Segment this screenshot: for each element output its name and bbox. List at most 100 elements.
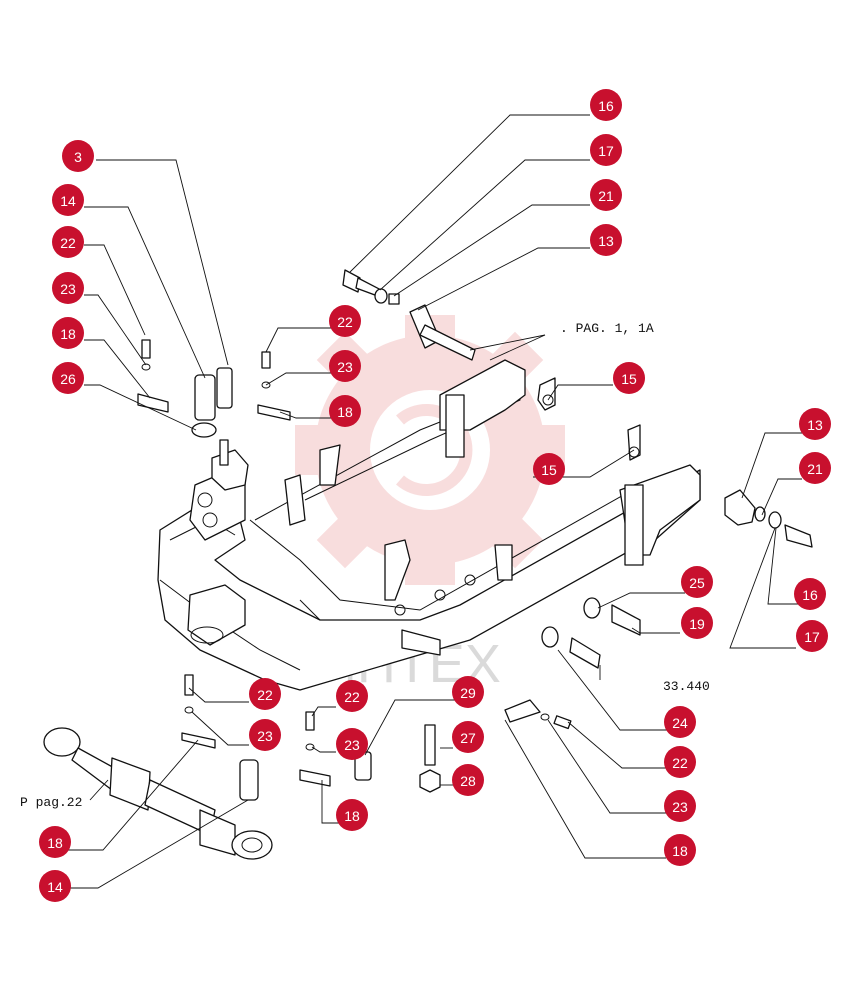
callout-label: 18 xyxy=(672,843,688,859)
callout-circle xyxy=(336,799,368,831)
callout-25: 25 xyxy=(681,566,713,598)
callout-label: 26 xyxy=(60,371,76,387)
callout-label: 25 xyxy=(689,575,705,591)
callout-circle xyxy=(799,452,831,484)
callout-label: 18 xyxy=(47,835,63,851)
callout-23: 23 xyxy=(329,350,361,382)
callout-29: 29 xyxy=(452,676,484,708)
callout-label: 22 xyxy=(60,235,76,251)
callout-label: 23 xyxy=(337,359,353,375)
callout-23: 23 xyxy=(249,719,281,751)
callout-16: 16 xyxy=(590,89,622,121)
callout-circle xyxy=(62,140,94,172)
callout-circle xyxy=(590,89,622,121)
callout-14: 14 xyxy=(52,184,84,216)
callout-label: 21 xyxy=(807,461,823,477)
callout-label: 27 xyxy=(460,730,476,746)
callout-circle xyxy=(329,305,361,337)
callout-22: 22 xyxy=(52,226,84,258)
callout-circle xyxy=(664,834,696,866)
callout-label: 14 xyxy=(47,879,63,895)
hydraulic-cylinder xyxy=(43,727,273,860)
callout-circle xyxy=(613,362,645,394)
callout-label: 18 xyxy=(337,404,353,420)
callout-circle xyxy=(39,870,71,902)
callout-circle xyxy=(664,706,696,738)
loose-parts xyxy=(43,269,813,860)
callout-circle xyxy=(329,350,361,382)
callout-label: 22 xyxy=(344,689,360,705)
callout-22: 22 xyxy=(664,746,696,778)
callout-circle xyxy=(52,184,84,216)
callout-18: 18 xyxy=(336,799,368,831)
callout-17: 17 xyxy=(590,134,622,166)
callout-label: 3 xyxy=(74,149,82,165)
callout-circle xyxy=(39,826,71,858)
callout-13: 13 xyxy=(590,224,622,256)
callout-label: 18 xyxy=(60,326,76,342)
callout-label: 24 xyxy=(672,715,688,731)
callout-28: 28 xyxy=(452,764,484,796)
callout-label: 17 xyxy=(804,629,820,645)
callout-18: 18 xyxy=(329,395,361,427)
callout-circle xyxy=(249,719,281,751)
callout-22: 22 xyxy=(249,678,281,710)
callout-21: 21 xyxy=(799,452,831,484)
callout-circle xyxy=(681,607,713,639)
callout-label: 23 xyxy=(257,728,273,744)
callout-22: 22 xyxy=(329,305,361,337)
callout-circle xyxy=(799,408,831,440)
callout-circle xyxy=(452,676,484,708)
callout-circle xyxy=(452,721,484,753)
callout-label: 16 xyxy=(598,98,614,114)
callout-18: 18 xyxy=(664,834,696,866)
callout-circle xyxy=(681,566,713,598)
callout-26: 26 xyxy=(52,362,84,394)
callout-21: 21 xyxy=(590,179,622,211)
callout-label: 17 xyxy=(598,143,614,159)
callout-label: 14 xyxy=(60,193,76,209)
callout-22: 22 xyxy=(336,680,368,712)
callout-circle xyxy=(52,272,84,304)
callout-label: 22 xyxy=(672,755,688,771)
callout-16: 16 xyxy=(794,578,826,610)
callout-24: 24 xyxy=(664,706,696,738)
callout-circle xyxy=(249,678,281,710)
callout-3: 3 xyxy=(62,140,94,172)
callout-circle xyxy=(329,395,361,427)
callout-circle xyxy=(452,764,484,796)
callout-circle xyxy=(533,453,565,485)
callout-15: 15 xyxy=(533,453,565,485)
callout-label: 23 xyxy=(60,281,76,297)
callout-label: 19 xyxy=(689,616,705,632)
ref-code-33440: 33.440 xyxy=(663,679,710,694)
callout-circle xyxy=(590,134,622,166)
callout-label: 29 xyxy=(460,685,476,701)
callout-label: 23 xyxy=(672,799,688,815)
callout-circle xyxy=(336,680,368,712)
callout-17: 17 xyxy=(796,620,828,652)
callout-layer: 3 14 22 23 18 26 16 17 21 13 22 23 18 15 15 13 21 16 17 25 1… xyxy=(39,89,831,902)
callout-14: 14 xyxy=(39,870,71,902)
callout-15: 15 xyxy=(613,362,645,394)
callout-18: 18 xyxy=(39,826,71,858)
callout-label: 13 xyxy=(807,417,823,433)
callout-27: 27 xyxy=(452,721,484,753)
callout-label: 22 xyxy=(257,687,273,703)
callout-13: 13 xyxy=(799,408,831,440)
callout-circle xyxy=(796,620,828,652)
callout-circle xyxy=(52,362,84,394)
callout-circle xyxy=(52,226,84,258)
callout-label: 23 xyxy=(344,737,360,753)
callout-label: 22 xyxy=(337,314,353,330)
callout-23: 23 xyxy=(336,728,368,760)
callout-circle xyxy=(664,790,696,822)
ref-pag-1-1a: . PAG. 1, 1A xyxy=(560,321,654,336)
main-frame xyxy=(157,359,701,691)
callout-19: 19 xyxy=(681,607,713,639)
callout-circle xyxy=(590,179,622,211)
callout-label: 15 xyxy=(541,462,557,478)
leader-lines xyxy=(58,114,802,889)
callout-label: 15 xyxy=(621,371,637,387)
callout-circle xyxy=(590,224,622,256)
